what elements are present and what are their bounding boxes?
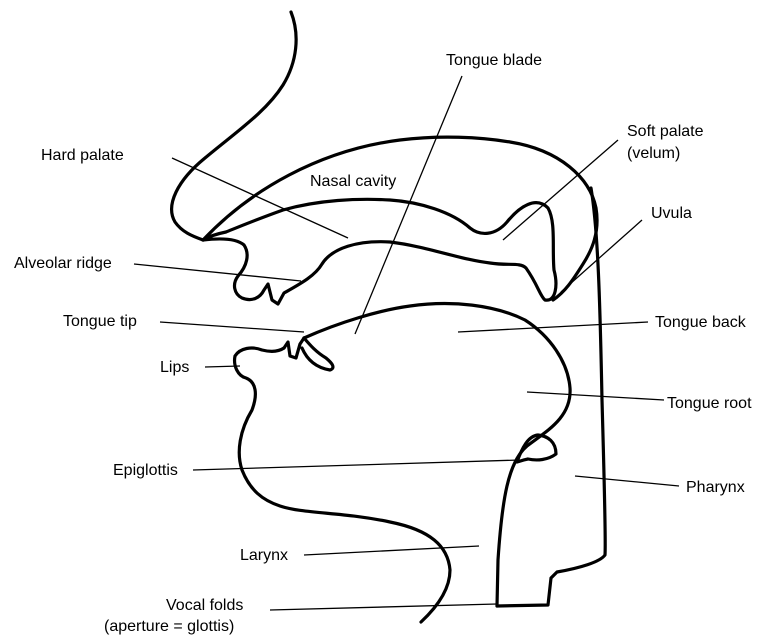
- label-alveolar-ridge: Alveolar ridge: [14, 255, 112, 272]
- leader-tongue-back: [458, 322, 648, 332]
- leader-tongue-root: [527, 392, 664, 400]
- leader-soft-palate: [503, 140, 618, 240]
- tongue-tip-outline: [302, 338, 333, 370]
- leader-hard-palate: [172, 158, 348, 238]
- label-velum: (velum): [627, 145, 680, 162]
- leader-vocal-folds: [270, 604, 497, 610]
- label-lips: Lips: [160, 359, 189, 376]
- label-epiglottis: Epiglottis: [113, 462, 178, 479]
- label-tongue-root: Tongue root: [667, 395, 752, 412]
- leader-alveolar-ridge: [134, 264, 301, 281]
- label-larynx: Larynx: [240, 547, 288, 564]
- label-uvula: Uvula: [651, 205, 692, 222]
- leader-pharynx: [575, 476, 679, 486]
- leader-larynx: [304, 546, 479, 555]
- label-tongue-blade: Tongue blade: [446, 52, 542, 69]
- label-nasal-cavity: Nasal cavity: [310, 173, 396, 190]
- lower-lip-chin-outline: [235, 348, 450, 622]
- label-hard-palate: Hard palate: [41, 147, 124, 164]
- tongue-outline: [304, 304, 570, 606]
- label-soft-palate: Soft palate: [627, 123, 704, 140]
- label-pharynx: Pharynx: [686, 479, 745, 496]
- leader-uvula: [561, 220, 642, 292]
- label-glottis: (aperture = glottis): [104, 618, 234, 635]
- label-tongue-tip: Tongue tip: [63, 313, 137, 330]
- leader-tongue-blade: [355, 76, 462, 334]
- upper-jaw-outline: [203, 199, 556, 304]
- leader-tongue-tip: [160, 322, 304, 332]
- label-tongue-back: Tongue back: [655, 314, 747, 331]
- label-vocal-folds: Vocal folds: [166, 597, 243, 614]
